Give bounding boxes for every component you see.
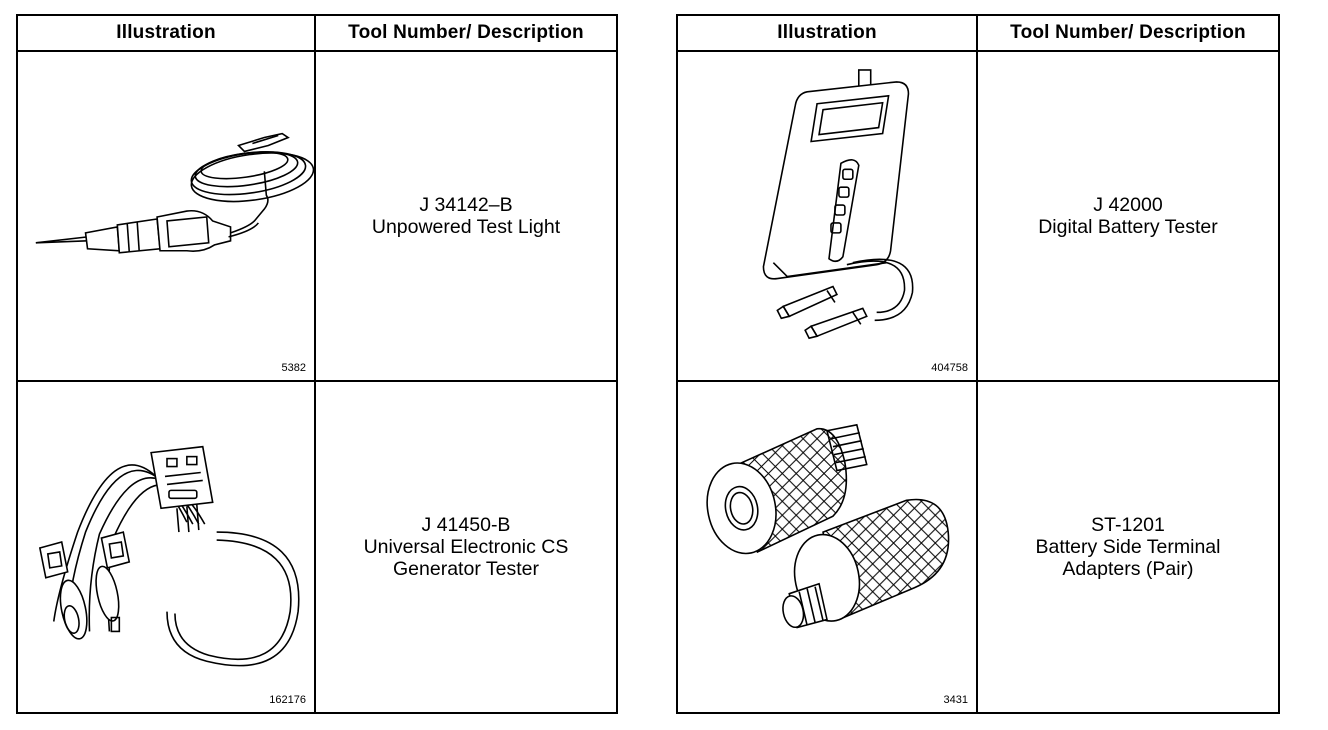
tool-description: Universal Electronic CS: [363, 536, 569, 558]
illustration-cell-battery-tester: 404758: [678, 52, 978, 382]
tool-description-cell: ST-1201 Battery Side Terminal Adapters (…: [978, 382, 1278, 712]
illustration-cell-test-light: 5382: [18, 52, 316, 382]
battery-tester-icon: [762, 69, 914, 340]
tool-number: J 41450-B: [421, 514, 511, 536]
tool-description-header: Tool Number/ Description: [978, 16, 1278, 52]
tool-table-left: Illustration Tool Number/ Description: [16, 14, 618, 714]
tool-description: Adapters (Pair): [1062, 558, 1194, 580]
figure-id: 5382: [281, 362, 306, 374]
figure-id: 162176: [269, 694, 306, 706]
tool-number: J 34142–B: [419, 194, 513, 216]
illustration-cell-terminal-adapters: 3431: [678, 382, 978, 712]
tool-description-cell: J 34142–B Unpowered Test Light: [316, 52, 616, 382]
tool-table-right: Illustration Tool Number/ Description: [676, 14, 1280, 714]
illustration-cell-generator-tester: 162176: [18, 382, 316, 712]
tool-description-header: Tool Number/ Description: [316, 16, 616, 52]
illustration-header: Illustration: [18, 16, 316, 52]
tool-description-cell: J 41450-B Universal Electronic CS Genera…: [316, 382, 616, 712]
tool-number: ST-1201: [1091, 514, 1165, 536]
terminal-adapters-icon: [706, 423, 950, 629]
figure-id: 3431: [943, 694, 968, 706]
tool-description-cell: J 42000 Digital Battery Tester: [978, 52, 1278, 382]
illustration-header: Illustration: [678, 16, 978, 52]
figure-id: 404758: [931, 362, 968, 374]
test-light-icon: [35, 132, 314, 254]
tool-description: Unpowered Test Light: [371, 216, 561, 238]
tool-description: Digital Battery Tester: [1038, 216, 1218, 238]
generator-tester-icon: [38, 445, 300, 667]
tool-description: Battery Side Terminal: [1035, 536, 1221, 558]
tool-number: J 42000: [1093, 194, 1163, 216]
tool-description: Generator Tester: [393, 558, 539, 580]
